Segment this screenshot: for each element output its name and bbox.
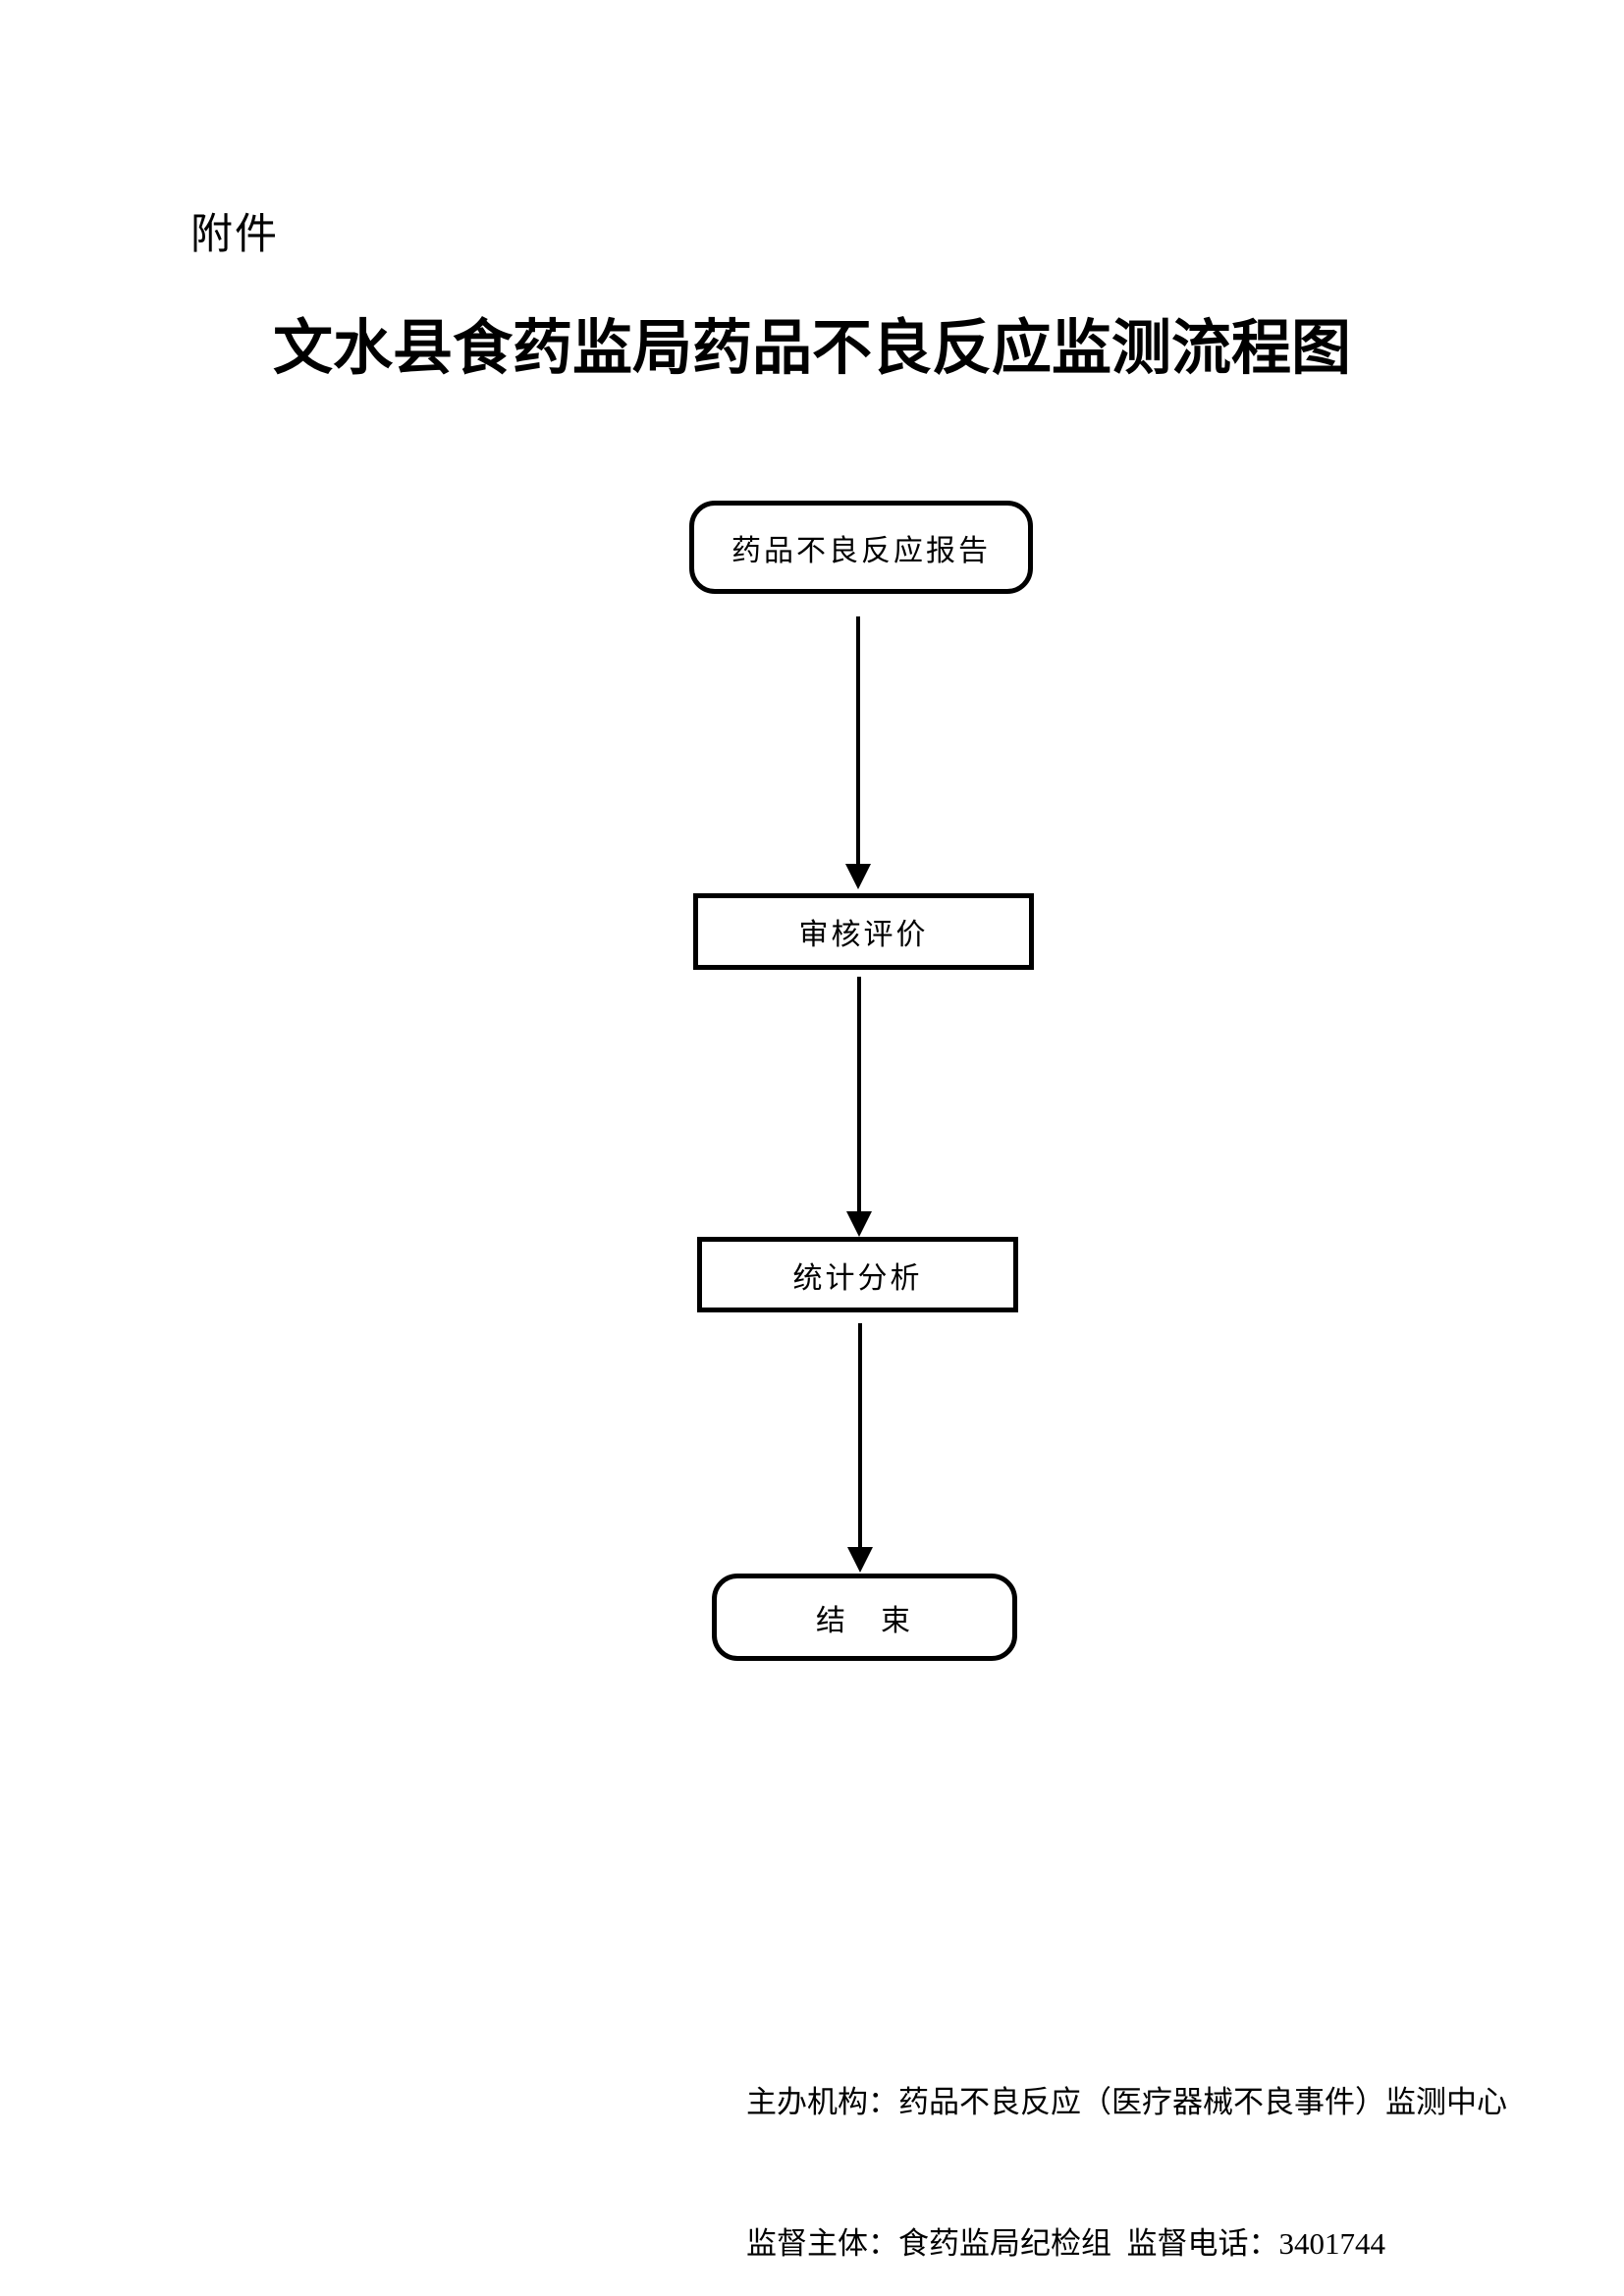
flow-arrow-1 <box>845 616 871 889</box>
footer: 主办机构：药品不良反应（医疗器械不良事件）监测中心 监督主体：食药监局纪检组 监… <box>746 1985 1507 2296</box>
attachment-label: 附件 <box>190 212 279 258</box>
arrow-line <box>856 616 860 866</box>
arrow-head-icon <box>846 1211 872 1237</box>
arrow-head-icon <box>845 864 871 889</box>
arrow-head-icon <box>847 1547 873 1573</box>
arrow-line <box>857 977 861 1213</box>
flow-step-review: 审核评价 <box>693 893 1034 970</box>
footer-organizer-line: 主办机构：药品不良反应（医疗器械不良事件）监测中心 <box>746 2085 1507 2119</box>
page-title: 文水县食药监局药品不良反应监测流程图 <box>272 316 1351 382</box>
flow-arrow-2 <box>846 977 872 1237</box>
footer-supervisor-line: 监督主体：食药监局纪检组 监督电话：3401744 <box>746 2226 1385 2261</box>
flow-step-report: 药品不良反应报告 <box>689 501 1033 594</box>
flow-step-end: 结 束 <box>712 1574 1017 1661</box>
arrow-line <box>858 1323 862 1549</box>
flow-arrow-3 <box>847 1323 873 1573</box>
flow-step-analysis: 统计分析 <box>697 1237 1018 1312</box>
